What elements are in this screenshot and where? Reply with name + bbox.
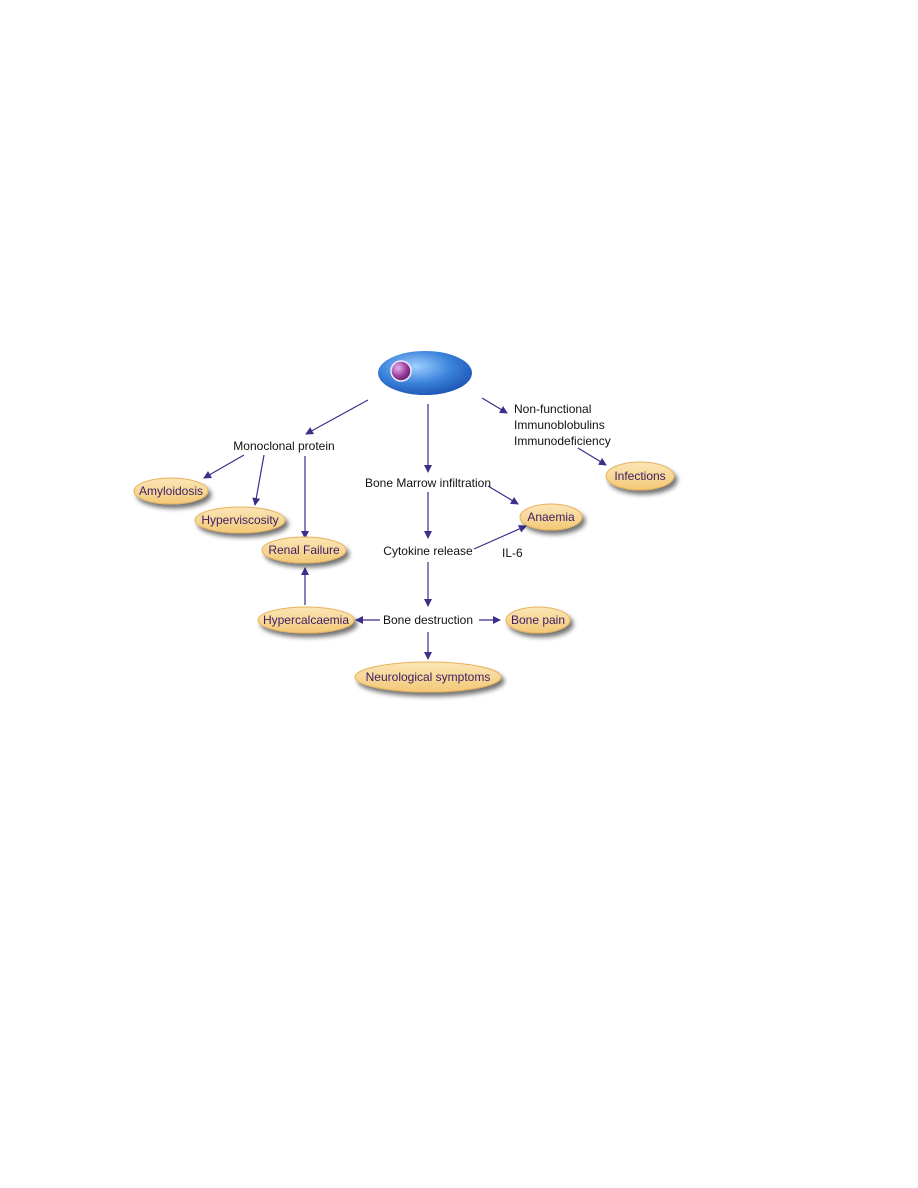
anaemia-node: Anaemia — [519, 503, 583, 531]
arrow-cell-to-non-functional — [481, 397, 508, 414]
neurological-symptoms-label: Neurological symptoms — [366, 670, 491, 684]
arrow-monoclonal-to-hyperviscosity — [252, 454, 265, 506]
il6-label: IL-6 — [502, 546, 523, 560]
bone-destruction-label: Bone destruction — [383, 613, 473, 627]
arrow-immunodeficiency-to-infections — [577, 447, 607, 466]
arrow-bone-marrow-to-anaemia — [487, 485, 519, 505]
arrows — [203, 397, 607, 660]
infections-node: Infections — [605, 461, 675, 491]
hyperviscosity-node: Hyperviscosity — [194, 506, 286, 534]
hyperviscosity-label: Hyperviscosity — [201, 513, 278, 527]
amyloidosis-node: Amyloidosis — [133, 477, 209, 505]
non-functional-line-3: Immunodeficiency — [514, 434, 611, 448]
non-functional-line-1: Non-functional — [514, 402, 591, 416]
intermediate-labels: Monoclonal protein Non-functional Immuno… — [233, 402, 610, 627]
monoclonal-protein-label: Monoclonal protein — [233, 439, 334, 453]
bone-pain-node: Bone pain — [505, 606, 571, 634]
renal-failure-label: Renal Failure — [268, 543, 340, 557]
arrow-cell-to-monoclonal — [305, 399, 369, 435]
cytokine-release-label: Cytokine release — [383, 544, 473, 558]
renal-failure-node: Renal Failure — [261, 536, 347, 564]
non-functional-line-2: Immunoblobulins — [514, 418, 605, 432]
bone-marrow-infiltration-label: Bone Marrow infiltration — [365, 476, 491, 490]
outcome-ovals: Amyloidosis Hyperviscosity Renal Failure… — [133, 461, 675, 693]
infections-label: Infections — [614, 469, 665, 483]
plasma-cell-icon — [378, 351, 472, 395]
neurological-symptoms-node: Neurological symptoms — [354, 661, 502, 693]
bone-pain-label: Bone pain — [511, 613, 565, 627]
anaemia-label: Anaemia — [527, 510, 575, 524]
arrow-il6-to-anaemia — [473, 525, 527, 550]
hypercalcaemia-node: Hypercalcaemia — [257, 606, 355, 634]
arrow-monoclonal-to-amyloidosis — [203, 454, 245, 479]
amyloidosis-label: Amyloidosis — [139, 484, 203, 498]
hypercalcaemia-label: Hypercalcaemia — [263, 613, 349, 627]
